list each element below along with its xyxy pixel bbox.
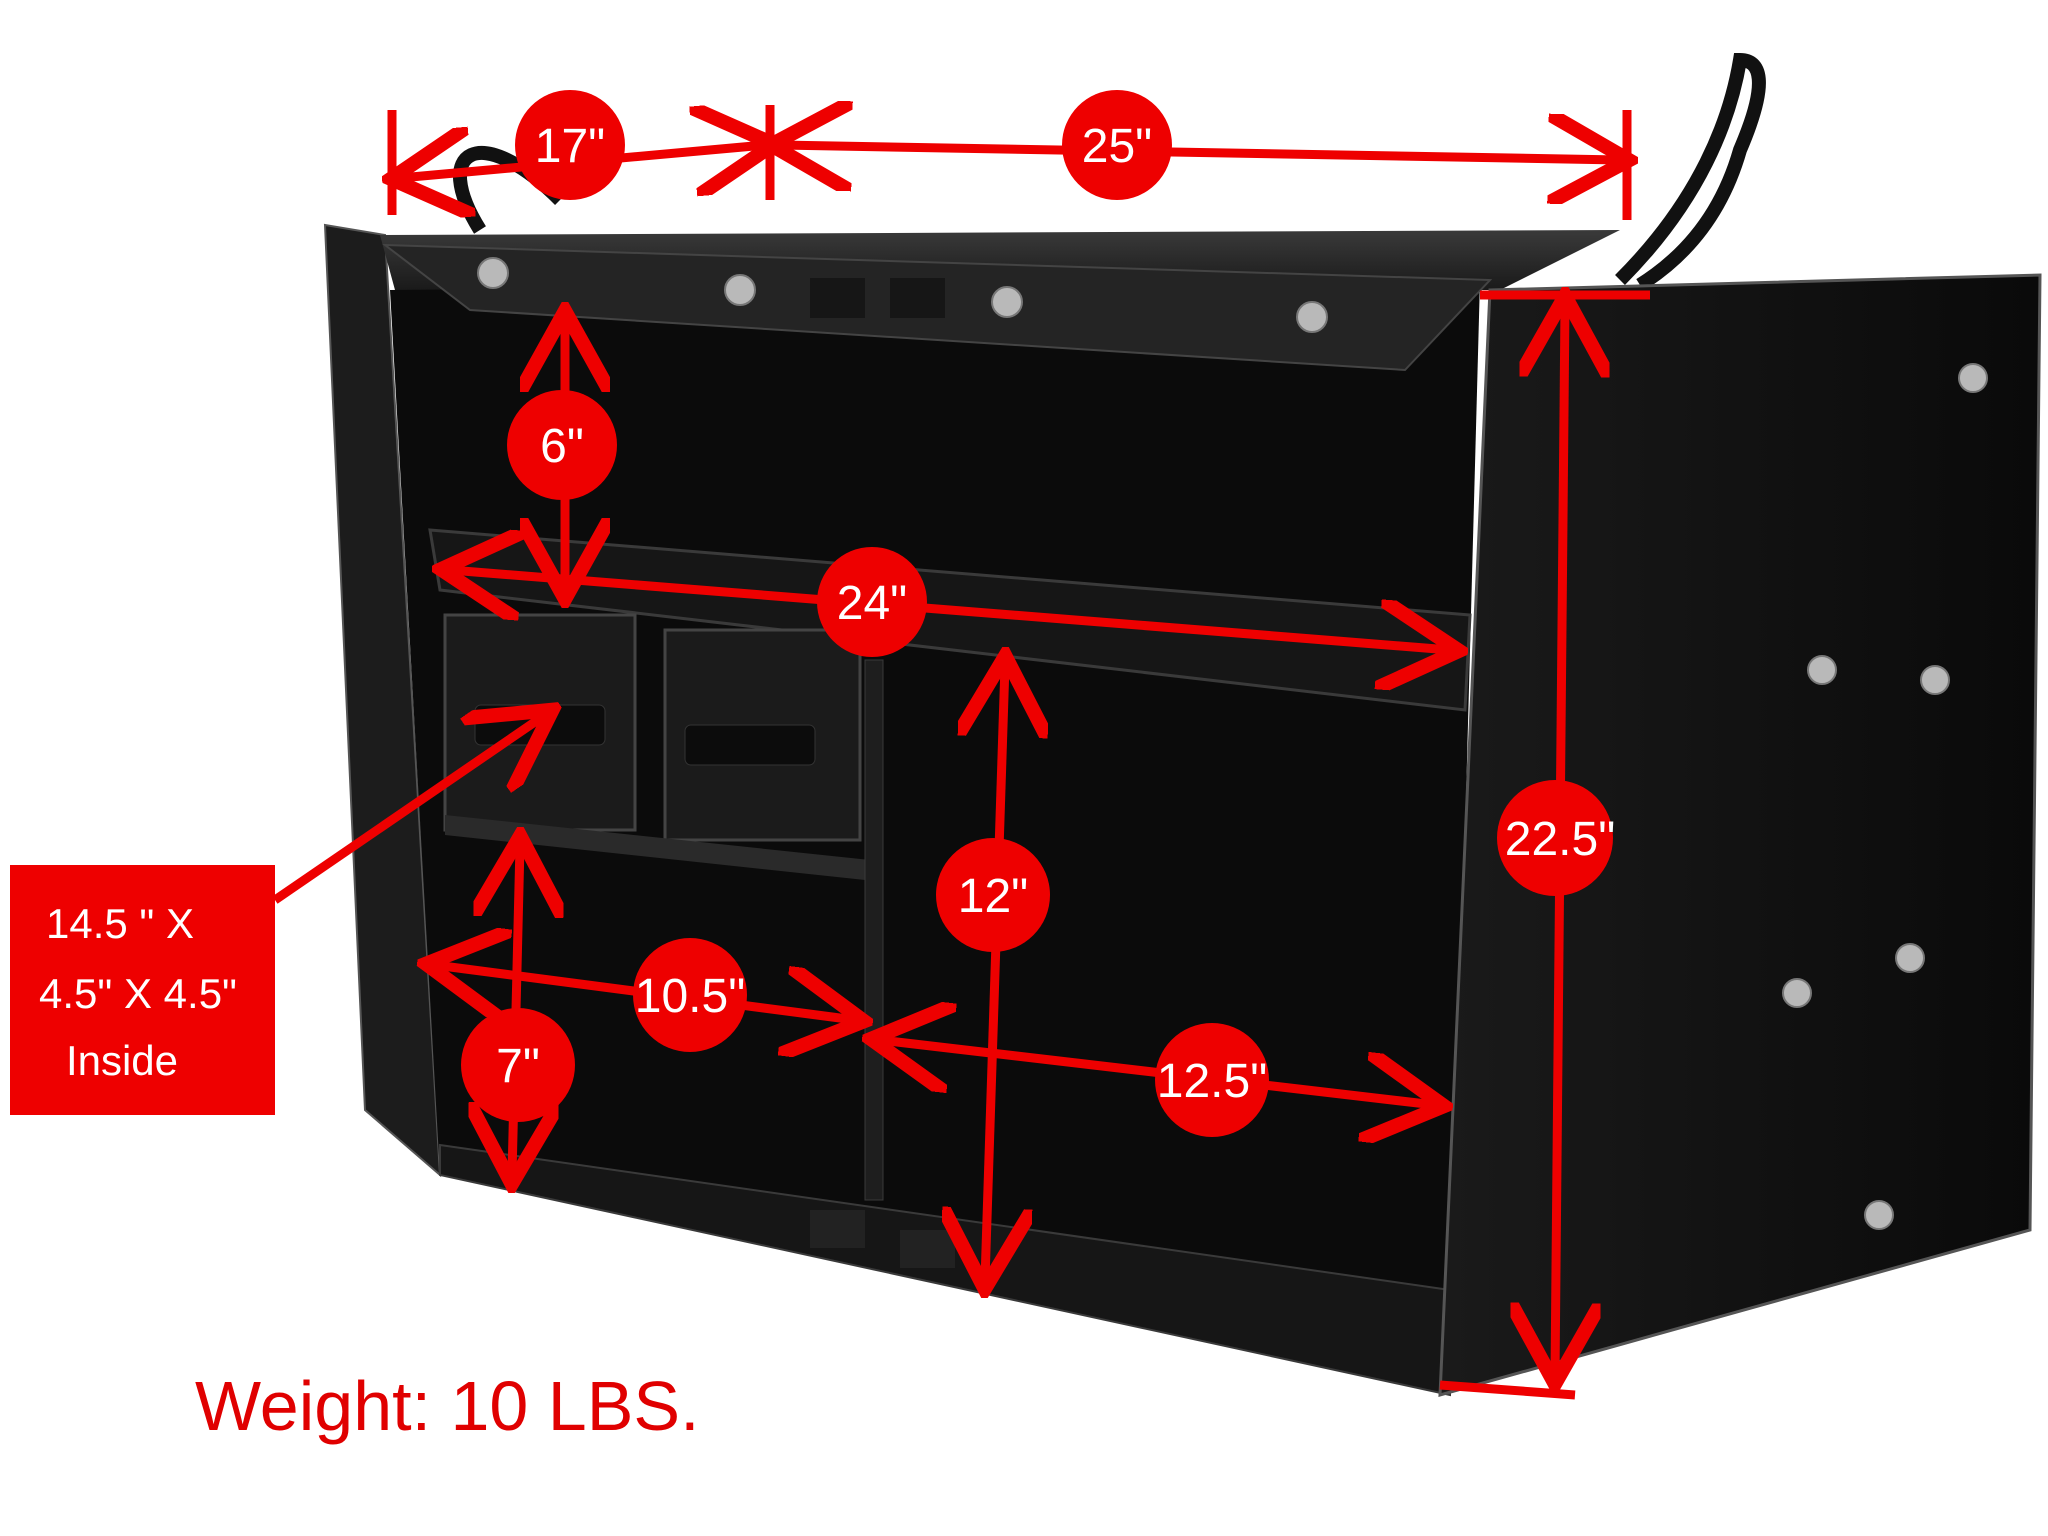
dim-6-label: 6" bbox=[540, 420, 584, 473]
dim-17-label: 17" bbox=[535, 120, 605, 173]
dim-7-label: 7" bbox=[496, 1040, 540, 1093]
callout-line-1: 14.5 " X bbox=[46, 900, 194, 947]
dim-badge-10-5: 10.5" bbox=[633, 938, 747, 1052]
dim-25-label: 25" bbox=[1082, 120, 1152, 173]
dim-badge-12-5: 12.5" bbox=[1155, 1023, 1269, 1137]
callout-line-3: Inside bbox=[66, 1037, 178, 1084]
drawer-handle bbox=[474, 704, 606, 746]
dimension-lines bbox=[272, 105, 1650, 1400]
drawer-handle bbox=[684, 724, 816, 766]
dim-12-label: 12" bbox=[958, 870, 1028, 923]
top-rail-screws bbox=[477, 257, 1328, 333]
dim-badge-7: 7" bbox=[461, 1008, 575, 1122]
dim-24-label: 24" bbox=[837, 577, 907, 630]
velcro-patch bbox=[900, 1230, 955, 1268]
velcro-patch bbox=[810, 278, 865, 318]
dim-badge-24: 24" bbox=[817, 547, 927, 657]
drawer-callout: 14.5 " X 4.5" X 4.5" Inside bbox=[10, 865, 275, 1115]
dim-badge-17: 17" bbox=[515, 90, 625, 200]
dim-10-5-label: 10.5" bbox=[635, 970, 745, 1023]
dim-badge-6: 6" bbox=[507, 390, 617, 500]
dim-badge-25: 25" bbox=[1062, 90, 1172, 200]
side-panel-screws bbox=[1782, 363, 1988, 1230]
dim-badge-22-5: 22.5" bbox=[1497, 780, 1615, 896]
dim-12-5-label: 12.5" bbox=[1157, 1055, 1267, 1108]
velcro-patch bbox=[810, 1210, 865, 1248]
dim-badge-12: 12" bbox=[936, 838, 1050, 952]
velcro-patch bbox=[890, 278, 945, 318]
dim-22-5-label: 22.5" bbox=[1505, 813, 1615, 866]
weight-label: Weight: 10 LBS. bbox=[195, 1367, 700, 1445]
vertical-divider bbox=[864, 659, 884, 1201]
callout-line-2: 4.5" X 4.5" bbox=[39, 970, 237, 1017]
